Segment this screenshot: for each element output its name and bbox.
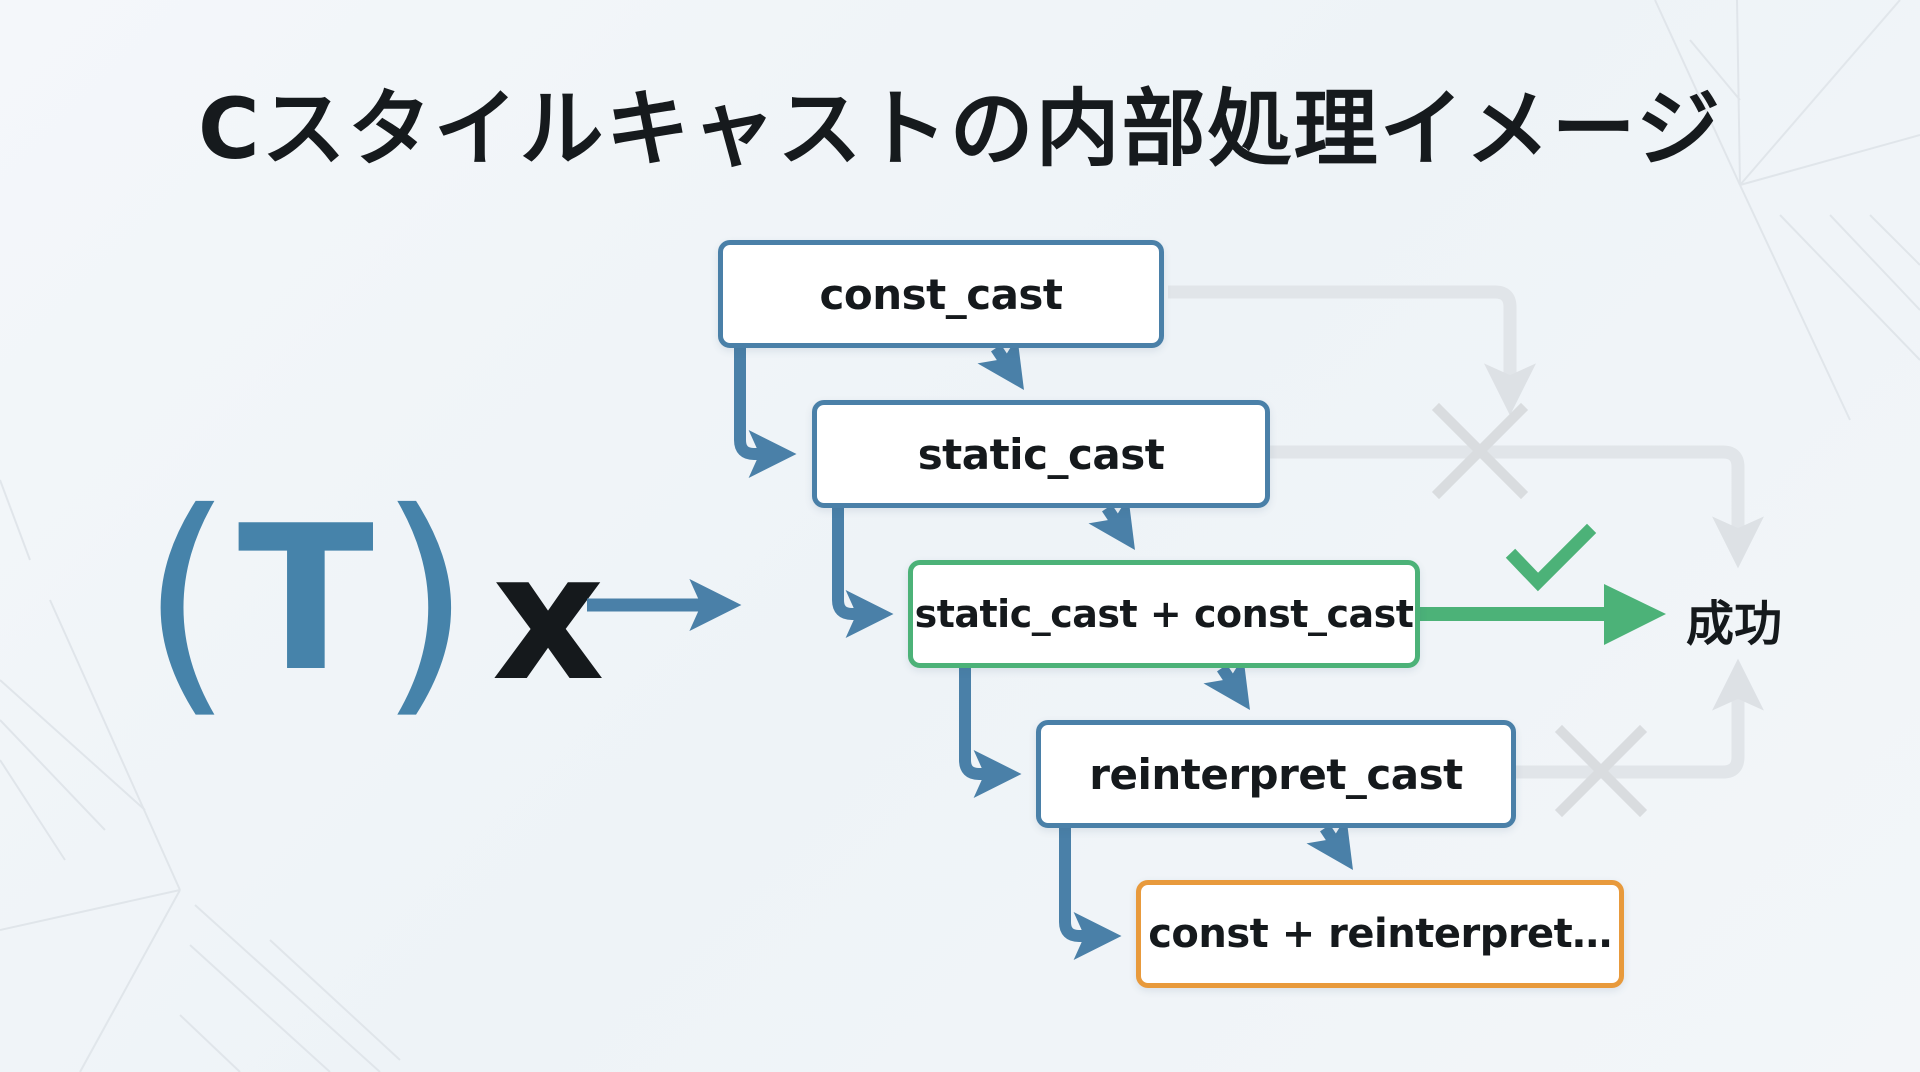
success-label: 成功 — [1686, 596, 1783, 652]
connector-diag-3 — [1203, 656, 1250, 710]
success-arrow-icon — [1604, 584, 1666, 645]
faded-path-reinterpret-cast — [1515, 658, 1764, 779]
bg-line — [1739, 184, 1851, 421]
bg-line — [49, 599, 181, 891]
bg-line — [0, 479, 31, 561]
step-box-const-reinterpret: const + reinterpret… — [1136, 880, 1624, 988]
step-label: static_cast + const_cast — [914, 592, 1414, 636]
operand: x — [491, 516, 605, 720]
step-label: const + reinterpret… — [1148, 911, 1612, 957]
bg-line — [1779, 214, 1920, 361]
faded-path-const-cast — [1168, 285, 1536, 416]
connector-l-2 — [832, 508, 894, 638]
bg-line — [1739, 134, 1920, 186]
bg-line — [194, 904, 381, 1072]
cross-icon — [1554, 724, 1648, 818]
page-title: Cスタイルキャストの内部処理イメージ — [198, 80, 1722, 178]
bg-line — [1654, 0, 1741, 186]
bg-line — [0, 889, 181, 931]
check-icon — [1505, 523, 1597, 592]
bg-line — [1869, 214, 1920, 266]
bg-line — [1736, 0, 1741, 186]
bg-line — [179, 1014, 241, 1072]
faded-path-static-cast — [1270, 445, 1764, 569]
bg-line — [0, 679, 146, 811]
bg-line — [0, 759, 66, 861]
step-label: static_cast — [917, 429, 1165, 479]
cross-icon — [1431, 402, 1529, 500]
connector-l-1 — [734, 348, 797, 478]
step-box-const-cast: const_cast — [718, 240, 1164, 348]
connector-diag-4 — [1306, 816, 1353, 870]
connector-l-3 — [959, 668, 1022, 798]
bg-line — [79, 889, 181, 1072]
close-paren: ) — [378, 460, 472, 740]
connector-diag-2 — [1088, 496, 1135, 550]
connector-l-4 — [1059, 828, 1122, 960]
bg-line — [1739, 0, 1901, 186]
bg-line — [1689, 39, 1741, 101]
open-paren: ( — [140, 460, 234, 740]
bg-line — [0, 719, 106, 831]
connector-diag-1 — [977, 336, 1024, 390]
step-label: const_cast — [819, 269, 1063, 319]
bg-line — [1829, 214, 1920, 311]
step-box-static-cast: static_cast — [812, 400, 1270, 508]
bg-line — [269, 939, 401, 1061]
c-style-cast-expression: ( T ) x — [140, 470, 605, 730]
step-label: reinterpret_cast — [1089, 749, 1463, 799]
step-box-static-const-cast: static_cast + const_cast — [908, 560, 1420, 668]
step-box-reinterpret-cast: reinterpret_cast — [1036, 720, 1516, 828]
bg-line — [189, 944, 331, 1072]
type-name: T — [237, 483, 375, 716]
